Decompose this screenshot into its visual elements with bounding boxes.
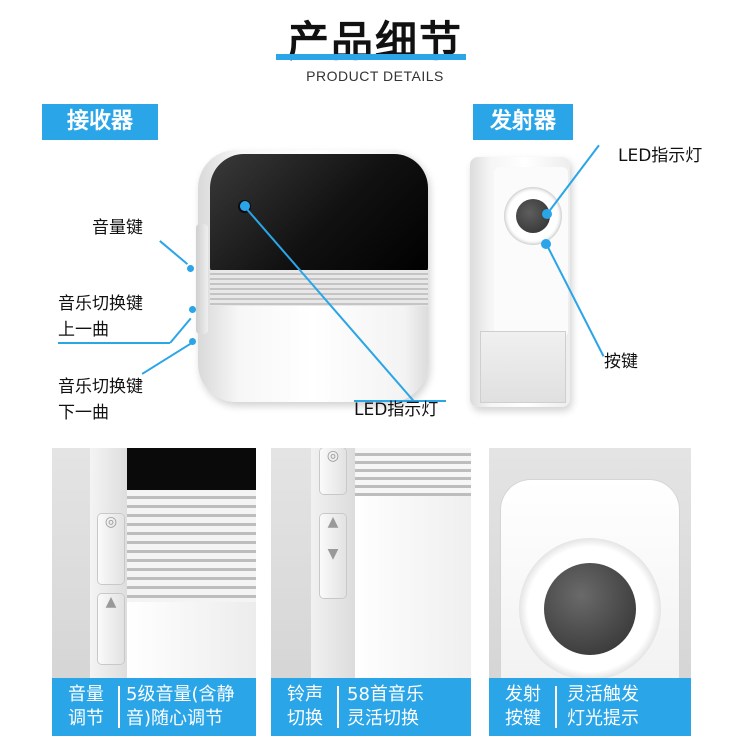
panel2-caption: 铃声 切换 58首音乐 灵活切换 xyxy=(271,678,471,736)
panel3-desc-line2: 灯光提示 xyxy=(567,708,639,729)
panel1-ridges xyxy=(127,490,256,602)
callout-underline-receiver-led xyxy=(354,400,446,402)
callout-prev-key-line1: 音乐切换键 xyxy=(58,294,143,314)
callout-line-next xyxy=(141,341,194,375)
prev-track-key-icon: ▲ xyxy=(98,594,124,664)
receiver-top-cover xyxy=(210,154,428,272)
panel3-label-line1: 发射 xyxy=(505,684,541,705)
transmitter-name-window xyxy=(480,331,566,403)
track-switch-key-icon: ▲▼ xyxy=(320,514,346,598)
callout-receiver-led: LED指示灯 xyxy=(354,400,439,420)
callout-dot-transmitter-button xyxy=(541,239,551,249)
callout-transmitter-led: LED指示灯 xyxy=(618,146,703,166)
panel2-desc-line1: 58首音乐 xyxy=(347,684,424,705)
panel1-black-top xyxy=(127,448,256,490)
panel1-label-line1: 音量 xyxy=(68,684,104,705)
callout-line-prev xyxy=(169,317,192,344)
detail-panel-transmit-button: 发射 按键 灵活触发 灯光提示 xyxy=(489,448,691,736)
receiver-side-keys xyxy=(196,224,208,334)
panel2-separator xyxy=(337,686,339,728)
page-subtitle: PRODUCT DETAILS xyxy=(306,68,444,84)
panel1-desc-line1: 5级音量(含静 xyxy=(126,684,235,705)
panel2-label-line2: 切换 xyxy=(287,708,323,729)
panel1-label-line2: 调节 xyxy=(68,708,104,729)
panel3-separator xyxy=(555,686,557,728)
callout-dot-volume xyxy=(187,265,194,272)
panel1-white-body xyxy=(127,602,256,682)
callout-dot-prev xyxy=(189,306,196,313)
transmitter-badge: 发射器 xyxy=(473,104,573,140)
callout-underline-prev xyxy=(58,342,170,344)
panel2-ridges xyxy=(351,448,471,496)
callout-next-key-line2: 下一曲 xyxy=(58,403,109,423)
panel2-label-line1: 铃声 xyxy=(287,684,323,705)
panel3-caption: 发射 按键 灵活触发 灯光提示 xyxy=(489,678,691,736)
volume-key-icon-2: ◎ xyxy=(320,448,346,494)
panel3-label-line2: 按键 xyxy=(505,708,541,729)
receiver-ridges xyxy=(210,270,428,306)
panel1-caption: 音量 调节 5级音量(含静 音)随心调节 xyxy=(52,678,256,736)
callout-dot-receiver-led xyxy=(240,201,250,211)
callout-prev-key-line2: 上一曲 xyxy=(58,320,109,340)
receiver-badge: 接收器 xyxy=(42,104,158,140)
callout-dot-transmitter-led xyxy=(542,209,552,219)
callout-next-key-line1: 音乐切换键 xyxy=(58,377,143,397)
panel2-desc-line2: 灵活切换 xyxy=(347,708,419,729)
title-underline xyxy=(276,54,466,60)
panel1-desc-line2: 音)随心调节 xyxy=(126,708,224,729)
callout-transmitter-button: 按键 xyxy=(604,352,638,372)
panel1-separator xyxy=(118,686,120,728)
detail-panel-volume: ◎ ▲ 音量 调节 5级音量(含静 音)随心调节 xyxy=(52,448,256,736)
transmitter-device-image xyxy=(470,157,574,409)
panel3-desc-line1: 灵活触发 xyxy=(567,684,639,705)
detail-panel-ringtone: ◎ ▲▼ 铃声 切换 58首音乐 灵活切换 xyxy=(271,448,471,736)
callout-dot-next xyxy=(189,338,196,345)
panel3-button-core xyxy=(544,563,636,655)
receiver-device-image xyxy=(192,144,432,406)
volume-key-icon: ◎ xyxy=(98,514,124,584)
callout-line-volume xyxy=(159,240,189,265)
callout-volume-key: 音量键 xyxy=(92,218,143,238)
